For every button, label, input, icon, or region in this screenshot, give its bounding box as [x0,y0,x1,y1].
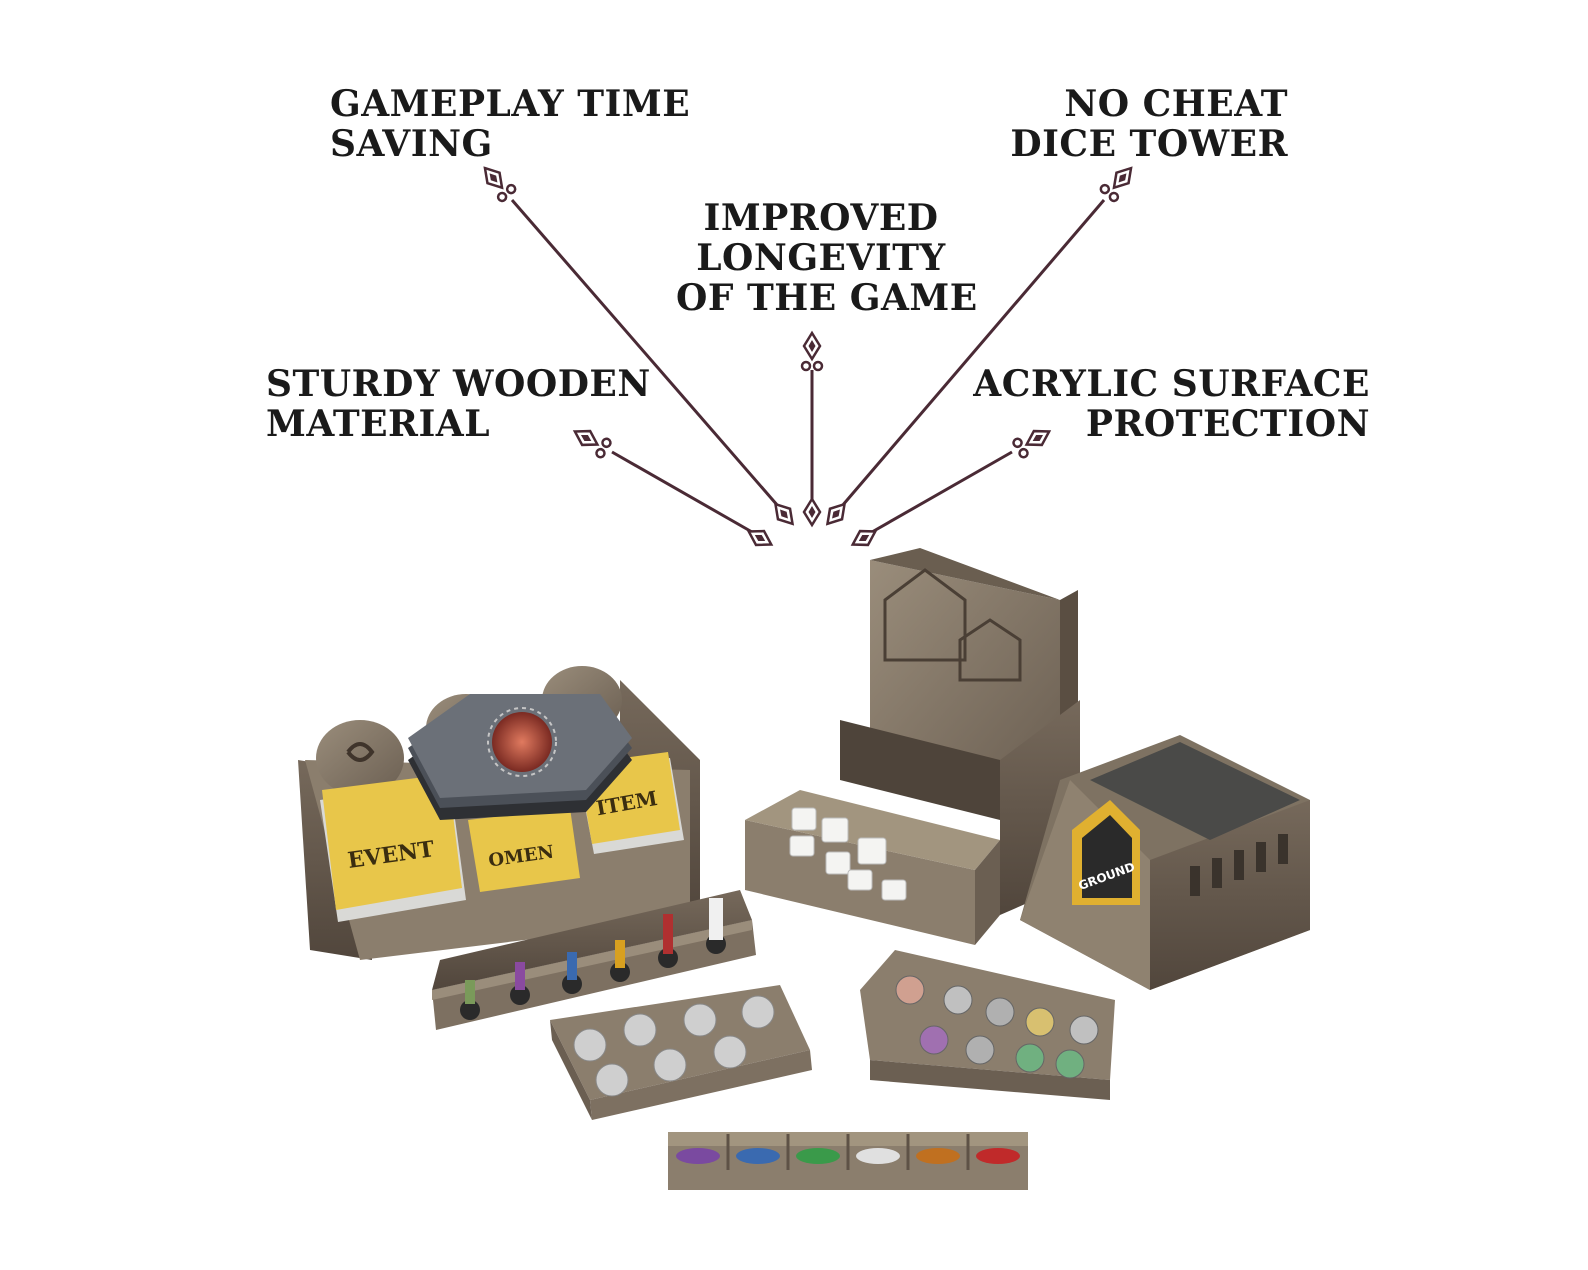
arrow-sturdy [570,423,777,553]
feature-acrylic-surface-protection: ACRYLIC SURFACE PROTECTION [973,363,1370,445]
feature-improved-longevity: IMPROVED LONGEVITY OF THE GAME [676,197,978,319]
dice-tower [745,548,1080,945]
figure-tray [432,890,756,1030]
arrow-acrylic [847,423,1054,553]
feature-sturdy-wooden-material: STURDY WOODEN MATERIAL [266,363,651,445]
figures [460,898,726,1020]
token-tray-left [550,985,812,1120]
tile-holder: GROUND [1020,735,1310,990]
token-tray-long [668,1132,1028,1190]
card-event: EVENT [320,774,466,922]
feature-gameplay-time-saving: GAMEPLAY TIME SAVING [330,83,691,165]
feature-no-cheat-dice-tower: NO CHEAT DICE TOWER [1010,83,1288,165]
room-tiles-stack [408,694,632,820]
token-tray-right [860,950,1115,1100]
arrow-longevity [802,333,822,527]
dice [789,807,907,901]
tile-slots [1190,834,1288,896]
arrow-gameplay [477,162,800,531]
card-omen: OMEN [468,808,580,892]
card-holder: EVENT OMEN ITEM [298,666,700,960]
arrow-nocheat [820,162,1138,531]
